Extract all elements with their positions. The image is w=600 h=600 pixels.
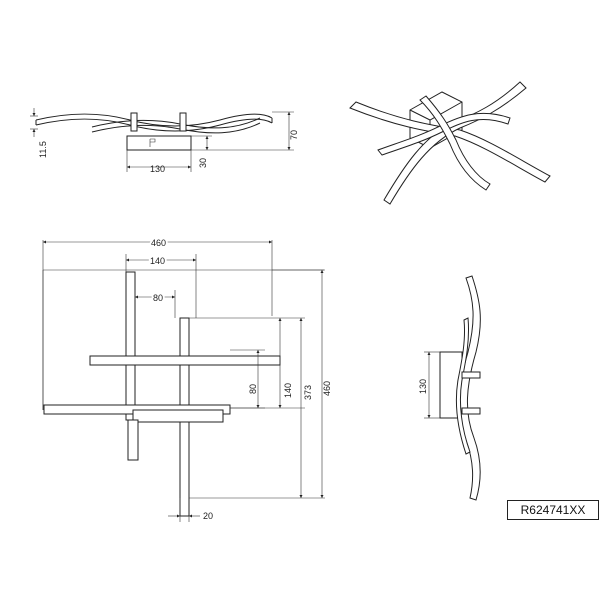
dim-end-base-width: 130: [418, 379, 428, 394]
dim-overall-width: 460: [151, 238, 166, 248]
dim-small-height: 80: [248, 384, 258, 394]
dim-thickness: 11.5: [38, 141, 48, 158]
dim-small-width: 80: [153, 293, 163, 303]
end-view: 130: [418, 275, 481, 501]
dim-inner-width: 140: [150, 256, 165, 266]
dim-height: 70: [289, 130, 299, 140]
dim-overall-height: 460: [322, 381, 332, 396]
top-view: 460 140 80 80 140 373 460 20: [42, 236, 332, 522]
dim-inner-height: 140: [283, 383, 293, 398]
side-view: 11.5 70 30 130: [30, 108, 299, 174]
product-code: R624741XX: [507, 500, 599, 520]
dim-offset-height: 373: [303, 385, 313, 400]
dim-base-height: 30: [198, 158, 208, 168]
isometric-view: [349, 81, 551, 205]
dim-base-width: 130: [150, 164, 165, 174]
dim-bottom-offset: 20: [203, 511, 213, 521]
